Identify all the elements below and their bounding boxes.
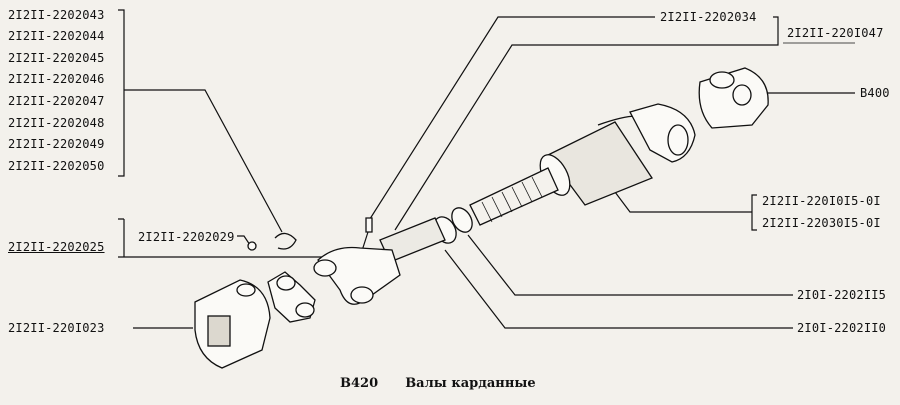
front-yoke (317, 246, 401, 305)
front-yoke-eye-2 (350, 286, 374, 304)
part-number-2202110: 2I0I-2202II0 (797, 321, 887, 335)
leader-2202110 (444, 249, 793, 329)
part-number: 2I2II-2202043 (8, 8, 105, 22)
front-flange-hole (236, 283, 256, 297)
bracket-right-mid (611, 187, 757, 231)
figure-caption: B420 Валы карданные (340, 376, 536, 391)
part-number-2202025: 2I2II-2202025 (8, 240, 105, 254)
spider-cup-1 (276, 275, 296, 291)
part-number: 2I2II-2202045 (8, 51, 105, 65)
leader-2202115 (467, 234, 793, 296)
leader-grease-nipple (367, 16, 655, 223)
front-flange (194, 279, 271, 369)
part-number-b400: B400 (860, 86, 890, 100)
shaft-tube-body (547, 121, 653, 206)
part-number: 2I2II-2202049 (8, 137, 105, 151)
part-number: 2I2II-2202046 (8, 72, 105, 86)
part-number: 2I2II-220I0I5-0I (762, 194, 881, 208)
rear-yoke-eye (667, 124, 689, 156)
rear-flange-bore (709, 71, 735, 89)
rear-flange-boss (732, 84, 752, 106)
part-number-2202034: 2I2II-2202034 (660, 10, 757, 24)
grease-nipple (365, 217, 373, 233)
front-flange-slot (207, 315, 231, 347)
seal-ring-2202115 (451, 207, 473, 233)
bracket-2202025 (118, 218, 369, 258)
front-yoke-eye-1 (313, 259, 337, 277)
bolt-2202029 (247, 241, 257, 251)
caption-code: B420 (340, 376, 379, 391)
leader-circlip (124, 89, 283, 233)
bracket-left-top (118, 9, 125, 177)
part-number: 2I2II-22030I5-0I (762, 216, 881, 230)
spider-cup-2 (295, 302, 315, 318)
spline-section (469, 167, 559, 226)
part-number: 2I2II-2202048 (8, 116, 105, 130)
leader-2202034 (394, 16, 779, 231)
part-number-2202115: 2I0I-2202II5 (797, 288, 887, 302)
part-number-2201023: 2I2II-220I023 (8, 321, 105, 335)
part-number: 2I2II-2202047 (8, 94, 105, 108)
circlip (274, 232, 297, 250)
part-number-2201047: 2I2II-220I047 (787, 26, 884, 40)
caption-title: Валы карданные (405, 376, 536, 391)
part-number: 2I2II-2202044 (8, 29, 105, 43)
part-number: 2I2II-2202050 (8, 159, 105, 173)
part-number-2202029: 2I2II-2202029 (138, 230, 235, 244)
